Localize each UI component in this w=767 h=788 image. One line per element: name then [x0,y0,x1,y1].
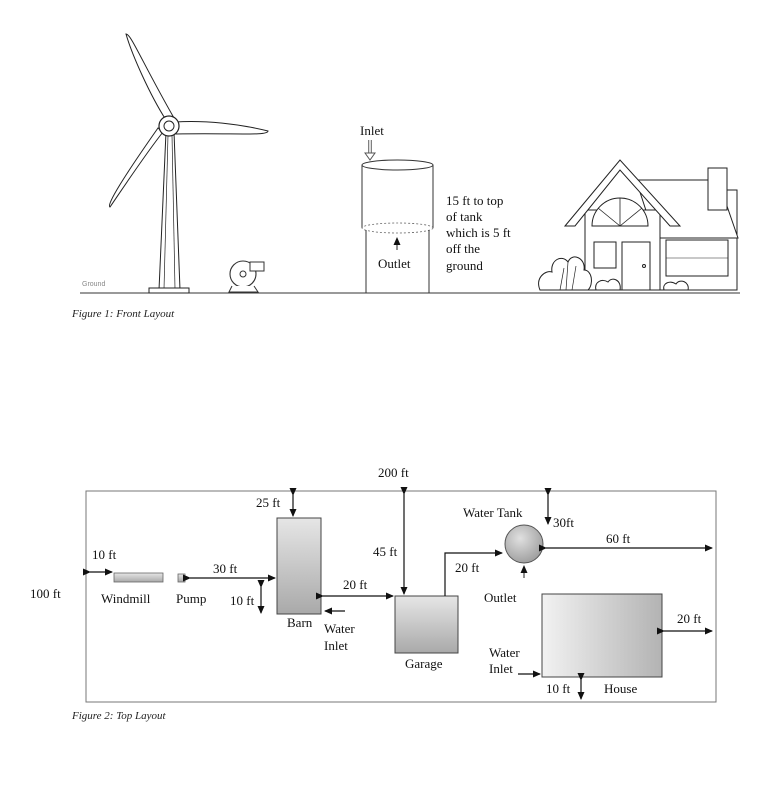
outlet-label: Outlet [378,256,411,271]
garage-footprint [394,595,459,654]
house-water-inlet-label-2: Inlet [489,661,513,676]
house-icon [538,159,739,291]
barn-top-dim-label: 25 ft [256,495,281,510]
inlet-label: Inlet [360,123,384,138]
house-footprint [541,593,663,678]
front-layout-figure: Ground [71,33,740,320]
water-tank-icon [361,159,434,293]
barn-water-inlet-label-2: Inlet [324,638,348,653]
garage-to-tank-dim-label: 20 ft [455,560,480,575]
wind-turbine-icon [108,33,269,294]
svg-text:which is 5 ft: which is 5 ft [446,225,511,240]
pump-to-bottom-dim-label: 10 ft [230,593,255,608]
barn-to-garage-dim-label: 20 ft [343,577,368,592]
water-tank-footprint [504,524,544,564]
width-label: 200 ft [378,465,409,480]
garage-label: Garage [405,656,443,671]
water-tank-label: Water Tank [463,505,523,520]
inlet-arrow-icon [364,140,376,161]
pump-footprint [177,573,186,583]
ground-label: Ground [82,281,105,288]
barn-footprint [276,517,322,615]
house-water-inlet-label-1: Water [489,645,520,660]
tank-height-note: 15 ft to top of tank which is 5 ft off t… [446,193,511,273]
pump-icon [228,260,265,293]
house-right-dim-label: 20 ft [677,611,702,626]
tank-right-dim-label: 60 ft [606,531,631,546]
windmill-footprint [113,572,164,583]
garage-top-dim-label: 45 ft [373,544,398,559]
tank-top-dim-label: 30ft [553,515,574,530]
figure2-caption: Figure 2: Top Layout [71,710,167,722]
windmill-to-barn-dim-label: 30 ft [213,561,238,576]
windmill-left-dim-label: 10 ft [92,547,117,562]
tank-outlet-label: Outlet [484,590,517,605]
house-bottom-dim-label: 10 ft [546,681,571,696]
figure1-caption: Figure 1: Front Layout [71,308,175,320]
windmill-label: Windmill [101,591,151,606]
svg-text:off the: off the [446,241,480,256]
barn-label: Barn [287,615,313,630]
house-label: House [604,681,637,696]
top-layout-figure: 200 ft 100 ft Windmill 10 ft Pump 30 ft … [30,465,717,722]
pump-label: Pump [176,591,206,606]
barn-water-inlet-label-1: Water [324,621,355,636]
garage-to-tank-dim [444,549,503,596]
svg-text:ground: ground [446,258,483,273]
svg-text:15 ft to top: 15 ft to top [446,193,503,208]
svg-text:of tank: of tank [446,209,483,224]
height-label: 100 ft [30,586,61,601]
